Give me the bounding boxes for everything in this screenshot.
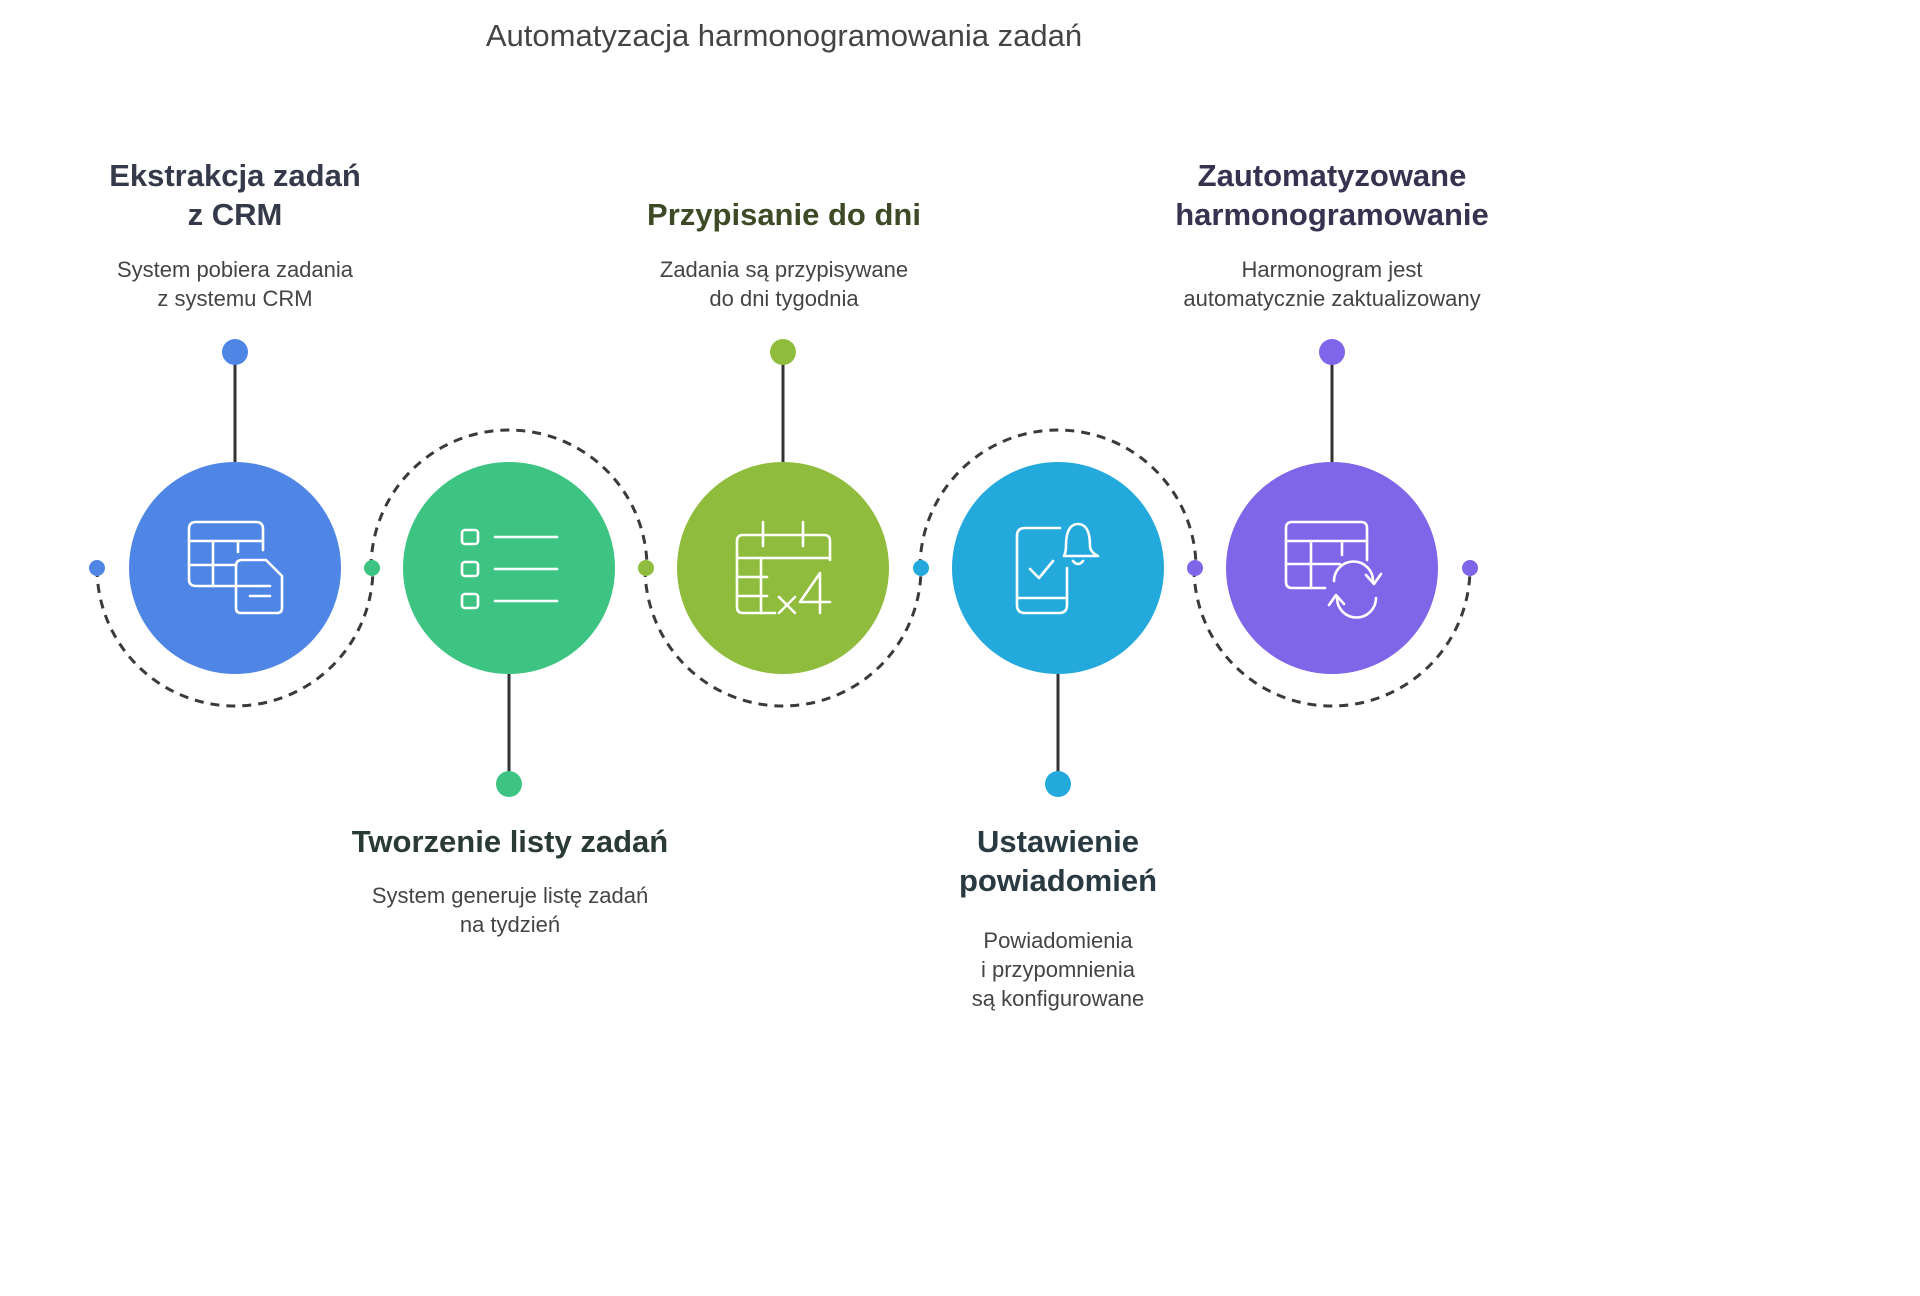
step-description: Zadania są przypisywane do dni tygodnia	[659, 257, 909, 311]
step-description: System generuje listę zadań na tydzień	[371, 883, 649, 937]
step-heading: Tworzenie listy zadań	[351, 824, 669, 859]
step-heading: Ustawienie powiadomień	[958, 824, 1158, 898]
dashed-arc	[95, 567, 375, 708]
process-diagram	[89, 339, 1478, 797]
dashed-arc	[369, 428, 649, 569]
dashed-arc	[1192, 567, 1472, 708]
joint-dot	[913, 560, 929, 576]
joint-dot	[638, 560, 654, 576]
step-description: System pobiera zadania z systemu CRM	[116, 257, 354, 311]
step-heading: Ekstrakcja zadań z CRM	[109, 158, 361, 232]
diagram-title: Automatyzacja harmonogramowania zadań	[485, 18, 1083, 53]
step-circle	[1226, 462, 1438, 674]
connector-dot	[770, 339, 796, 365]
connector-dot	[496, 771, 522, 797]
step-circle	[952, 462, 1164, 674]
joint-dot	[89, 560, 105, 576]
step-description: Harmonogram jest automatycznie zaktualiz…	[1183, 257, 1481, 311]
step-circle	[677, 462, 889, 674]
step-heading: Zautomatyzowane harmonogramowanie	[1175, 158, 1489, 232]
connector-dot	[222, 339, 248, 365]
joint-dot	[1462, 560, 1478, 576]
dashed-arc	[643, 567, 923, 708]
phone-bell-icon	[1015, 522, 1100, 615]
step-heading: Przypisanie do dni	[647, 197, 921, 232]
dashed-arc	[918, 428, 1198, 569]
joint-dot	[364, 560, 380, 576]
joint-dot	[1187, 560, 1203, 576]
connector-dot	[1319, 339, 1345, 365]
checklist-icon	[460, 528, 559, 610]
table-document-icon	[187, 520, 284, 615]
calendar-x4-icon	[735, 520, 832, 615]
connector-dot	[1045, 771, 1071, 797]
step-description: Powiadomienia i przypomnienia są konfigu…	[971, 928, 1145, 1011]
table-refresh-icon	[1284, 520, 1383, 619]
